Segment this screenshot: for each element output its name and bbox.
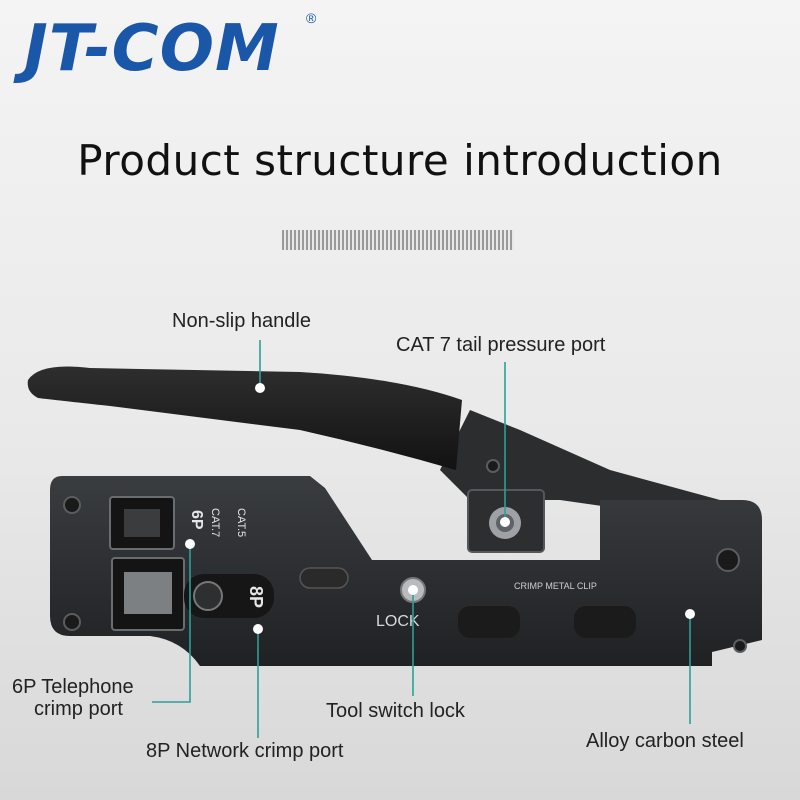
label-handle: Non-slip handle: [172, 310, 311, 332]
marking-8p: 8P: [246, 586, 266, 608]
marking-cat7: CAT.7: [209, 508, 221, 537]
registered-mark: ®: [306, 10, 317, 26]
brand-logo: JT-COM: [24, 12, 280, 86]
label-6p-port: 6P Telephone crimp port: [12, 676, 134, 720]
label-cat7-port: CAT 7 tail pressure port: [396, 334, 606, 356]
marking-lock: LOCK: [376, 613, 420, 630]
decorative-stripe: [282, 230, 514, 250]
leader-6p: [152, 544, 191, 703]
marking-cat5: CAT.5: [235, 508, 247, 537]
label-switch-lock: Tool switch lock: [326, 700, 465, 722]
handle-grip: [27, 366, 462, 470]
marking-6p: 6P: [188, 510, 205, 530]
label-steel: Alloy carbon steel: [586, 730, 744, 752]
label-6p-line1: 6P Telephone: [12, 676, 134, 698]
label-6p-line2: crimp port: [34, 698, 123, 720]
page-title: Product structure introduction: [77, 136, 723, 185]
label-network-port: 8P Network crimp port: [146, 740, 344, 762]
marking-crimp-metal-clip: CRIMP METAL CLIP: [514, 581, 597, 591]
